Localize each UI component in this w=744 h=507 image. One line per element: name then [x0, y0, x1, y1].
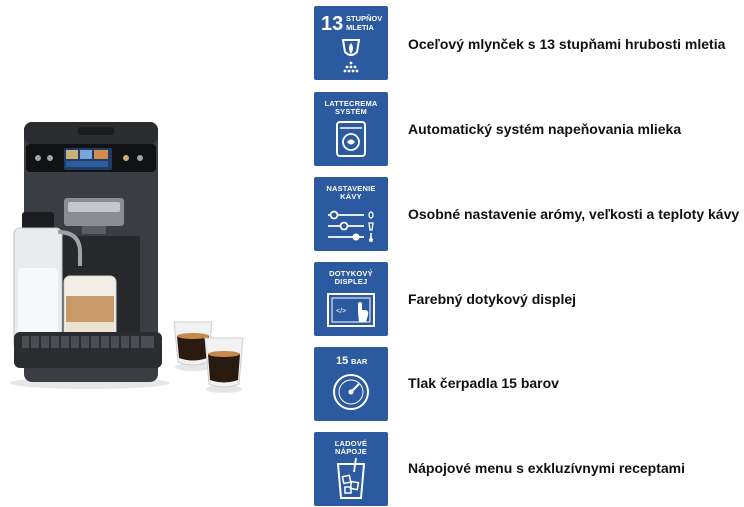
badge-line2: MLETIA — [346, 23, 374, 32]
badge-number: 13 — [321, 13, 343, 35]
feature-text-pressure: Tlak čerpadla 15 barov — [408, 375, 559, 391]
feature-text-grinder: Oceľový mlynček s 13 stupňami hrubosti m… — [408, 36, 726, 52]
milk-frother-icon — [336, 121, 366, 157]
iced-drink-icon — [336, 457, 366, 499]
badge-line1: DOTYKOVÝ — [329, 269, 373, 278]
feature-tile-grinder: 13 STUPŇOV MLETIA — [314, 6, 388, 80]
badge-line2: DISPLEJ — [334, 277, 368, 286]
svg-text:</>: </> — [336, 308, 346, 315]
product-image — [10, 122, 244, 393]
badge-line1: BAR — [351, 357, 368, 366]
feature-text-lattecrema: Automatický systém napeňovania mlieka — [408, 121, 682, 137]
badge-line1: ĽADOVÉ — [334, 439, 368, 448]
grinder-icon: 13 STUPŇOV MLETIA — [321, 13, 382, 73]
feature-text-iced: Nápojové menu s exkluzívnymi receptami — [408, 460, 685, 476]
feature-text-display: Farebný dotykový displej — [408, 291, 577, 307]
feature-tile-pressure: 15 BAR — [314, 347, 388, 421]
badge-number: 15 — [336, 355, 348, 367]
badge-line2: NÁPOJE — [334, 447, 368, 456]
pressure-gauge-icon: 15 BAR — [333, 355, 369, 410]
sliders-icon — [328, 210, 374, 242]
badge-line1: NASTAVENIE — [326, 184, 376, 193]
badge-line2: SYSTÉM — [334, 107, 368, 116]
feature-text-settings: Osobné nastavenie arómy, veľkosti a tepl… — [408, 206, 740, 222]
touch-display-icon: </> — [327, 293, 375, 327]
badge-line2: KÁVY — [340, 192, 362, 201]
badge-line1: STUPŇOV — [346, 14, 382, 23]
badge-line1: LATTECREMA — [324, 99, 378, 108]
